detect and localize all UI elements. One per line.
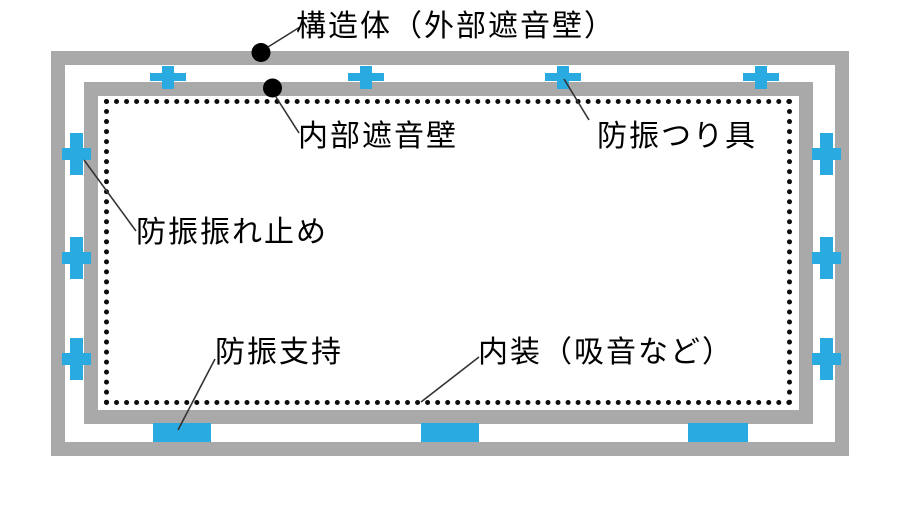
- label-inner-sound-wall: 内部遮音壁: [298, 119, 458, 154]
- vibration-support-pad: [153, 423, 211, 442]
- label-vibration-hanger: 防振つり具: [597, 119, 757, 154]
- vibration-support-pad: [688, 423, 748, 442]
- label-vibration-support: 防振支持: [215, 335, 343, 370]
- label-sway-brace: 防振振れ止め: [136, 215, 328, 250]
- label-structure-outer-wall: 構造体（外部遮音壁）: [296, 9, 616, 44]
- label-interior-finish: 内装（吸音など）: [478, 335, 734, 370]
- vibration-support-pad: [421, 423, 479, 442]
